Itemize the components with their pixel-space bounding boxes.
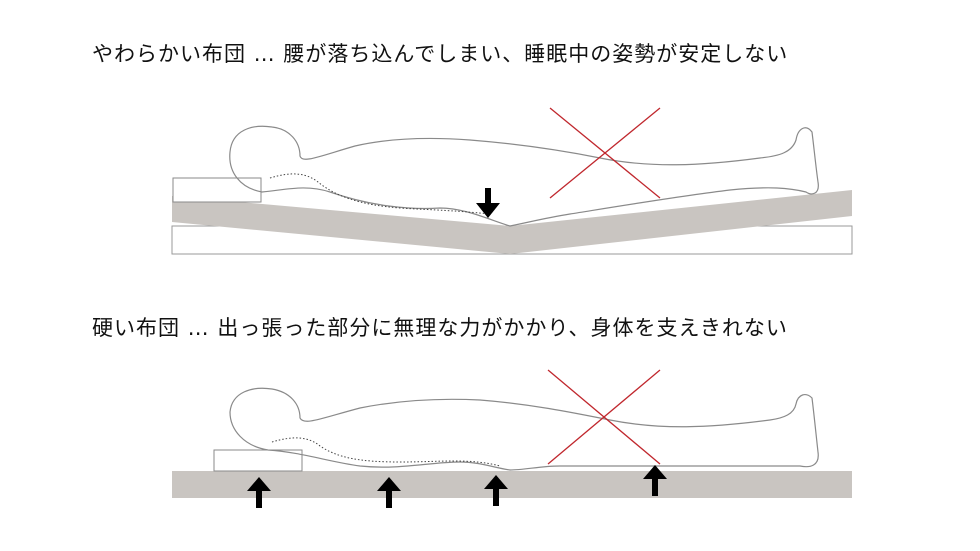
hard-futon-scene [172,369,852,508]
soft-spine-line [269,173,491,215]
cross-mark-icon [547,369,661,465]
cross-mark-icon [549,107,661,199]
arrow-down-icon [476,188,500,218]
hard-spine-line [271,437,501,467]
arrow-up-icon [377,477,401,508]
arrow-up-icon [484,475,508,506]
hard-body-silhouette [229,387,819,471]
hard-futon-caption: 硬い布団 … 出っ張った部分に無理な力がかかり、身体を支えきれない [92,316,788,340]
soft-mattress-sagging [172,190,852,254]
soft-body-silhouette [229,125,819,227]
soft-futon-scene [171,107,853,255]
soft-futon-caption: やわらかい布団 … 腰が落ち込んでしまい、睡眠中の姿勢が安定しない [92,42,789,66]
soft-pillow [172,177,262,203]
arrow-up-icon [643,465,667,496]
hard-pillow [213,449,303,472]
arrow-up-icon [247,477,271,508]
hard-mattress [172,471,852,498]
